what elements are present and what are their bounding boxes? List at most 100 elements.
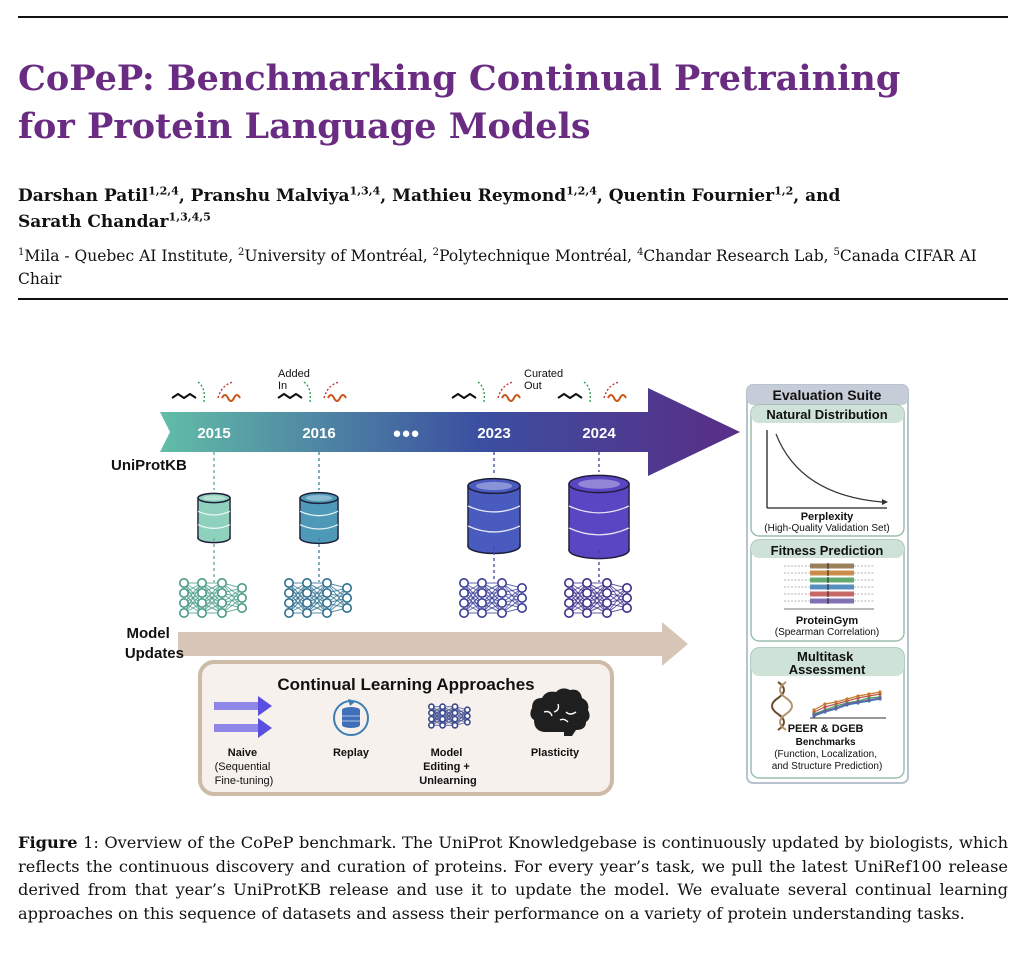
affiliation-marker: 5 [833,246,840,258]
model-updates-label: Model Updates [125,625,184,662]
overview-figure: 2015 2016 ●●● 2023 2024 Added In Curated… [111,368,909,796]
model-editing-line-3: Unlearning [419,775,476,787]
database-icon-2023 [467,477,521,555]
ellipsis: ●●● [392,425,419,442]
dna-helix-icon [771,681,793,731]
title-line-1: CoPeP: Benchmarking Continual Pretrainin… [18,58,901,99]
naive-line-3: Fine-tuning) [215,775,274,787]
bottom-rule [18,298,1008,300]
neural-network-2015 [179,578,248,619]
natural-distribution-header: Natural Distribution [766,407,887,422]
dashed-arrow-icon [477,381,486,403]
protein-helix-icon [607,394,627,402]
author-list: Darshan Patil1,2,4, Pranshu Malviya1,3,4… [18,184,841,232]
multitask-point [812,708,816,712]
author-name: Sarath Chandar [18,212,169,232]
year-label-2015: 2015 [197,425,230,442]
multitask-point [823,709,827,713]
dashed-arrow-icon [583,381,592,403]
protein-icons-2016 [277,381,347,403]
replay-label: Replay [333,747,370,759]
model-editing-network-icon [427,703,471,729]
multitask-desc-line-1: Benchmarks [796,737,856,748]
affiliation-text: Polytechnique Montréal, [439,247,637,265]
proteingym-desc: (Spearman Correlation) [775,627,880,638]
perplexity-metric: Perplexity [801,511,854,523]
multitask-point [867,698,871,702]
model-updates-arrow [178,622,688,666]
multitask-point [823,702,827,706]
author-affiliation-marker: 1,2 [774,184,794,198]
neural-network-2023 [458,578,527,619]
multitask-line-chart [810,690,886,719]
fitness-prediction-header: Fitness Prediction [771,543,884,558]
dashed-arrow-icon [323,381,341,399]
model-updates-line-1: Model [126,625,169,642]
model-editing-line-1: Model [431,747,463,759]
dashed-arrow-icon [603,381,621,399]
author-name: Pranshu Malviya [190,186,350,206]
affiliation-text: University of Montréal, [244,247,433,265]
database-icon-2016 [299,491,339,545]
naive-line-2: (Sequential [215,761,271,773]
model-updates-line-2: Updates [125,645,184,662]
affiliation-marker: 4 [636,246,644,258]
author-name: Darshan Patil [18,186,149,206]
multitask-point [834,700,838,704]
protein-helix-icon [501,394,521,402]
author-affiliation-marker: 1,2,4 [148,184,179,198]
affiliation-marker: 1 [18,246,25,258]
protein-helix-icon [221,394,241,402]
spearman-boxplot [784,563,874,610]
multitask-point [878,690,882,694]
multitask-point [812,713,816,717]
database-icon-2015 [197,492,231,544]
author-name: Quentin Fournier [608,186,775,206]
cl-approaches-title: Continual Learning Approaches [277,675,534,694]
proteingym-metric: ProteinGym [796,615,859,627]
protein-icons-2024 [557,381,627,403]
eval-suite-title: Evaluation Suite [773,387,882,403]
model-editing-network [427,703,471,729]
naive-arrows-icon [214,696,272,738]
multitask-point [856,694,860,698]
title-line-2: for Protein Language Models [18,106,591,147]
curated-line-1: Curated [524,368,563,380]
cl-approaches-box: Continual Learning Approaches Naive (Seq… [198,660,614,796]
replay-icon [333,699,369,736]
protein-structure-icon [451,392,477,400]
uniprotkb-label: UniProtKB [111,457,187,474]
multitask-desc-line-2: (Function, Localization, [774,749,877,760]
multitask-point [823,705,827,709]
protein-icons-2015 [171,381,241,403]
model-editing-label: Model Editing + Unlearning [419,747,476,787]
year-label-2016: 2016 [302,425,335,442]
boxplot-box [810,584,854,590]
affiliation-list: 1Mila - Quebec AI Institute, 2University… [18,245,1008,291]
added-line-1: Added [278,368,310,380]
naive-label: Naive (Sequential Fine-tuning) [215,747,274,787]
multitask-point [878,696,882,700]
protein-helix-icon [327,394,347,402]
protein-structure-icon [277,392,303,400]
plasticity-label: Plasticity [531,747,580,759]
model-editing-line-2: Editing + [423,761,470,773]
affiliation-text: Canada CIFAR AI Chair [18,247,977,288]
caption-text: Overview of the CoPeP benchmark. The Uni… [18,833,1008,923]
multitask-point [845,702,849,706]
author-affiliation-marker: 1,3,4 [349,184,381,198]
affiliation-marker: 2 [432,246,440,258]
perplexity-desc: (High-Quality Validation Set) [764,523,889,534]
timeline-arrow [160,388,740,476]
boxplot-box [810,577,854,583]
curated-out-label: Curated Out [524,368,566,392]
evaluation-suite: Evaluation Suite Natural Distribution Pe… [746,384,909,784]
affiliation-text: Mila - Quebec AI Institute, [24,247,239,265]
neural-network-2024 [563,578,632,619]
year-label-2023: 2023 [477,425,510,442]
protein-structure-icon [171,392,197,400]
figure-caption: Figure 1: Overview of the CoPeP benchmar… [18,831,1008,925]
dashed-arrow-icon [217,381,235,399]
protein-icons-2023 [451,381,521,403]
boxplot-box [810,598,854,604]
